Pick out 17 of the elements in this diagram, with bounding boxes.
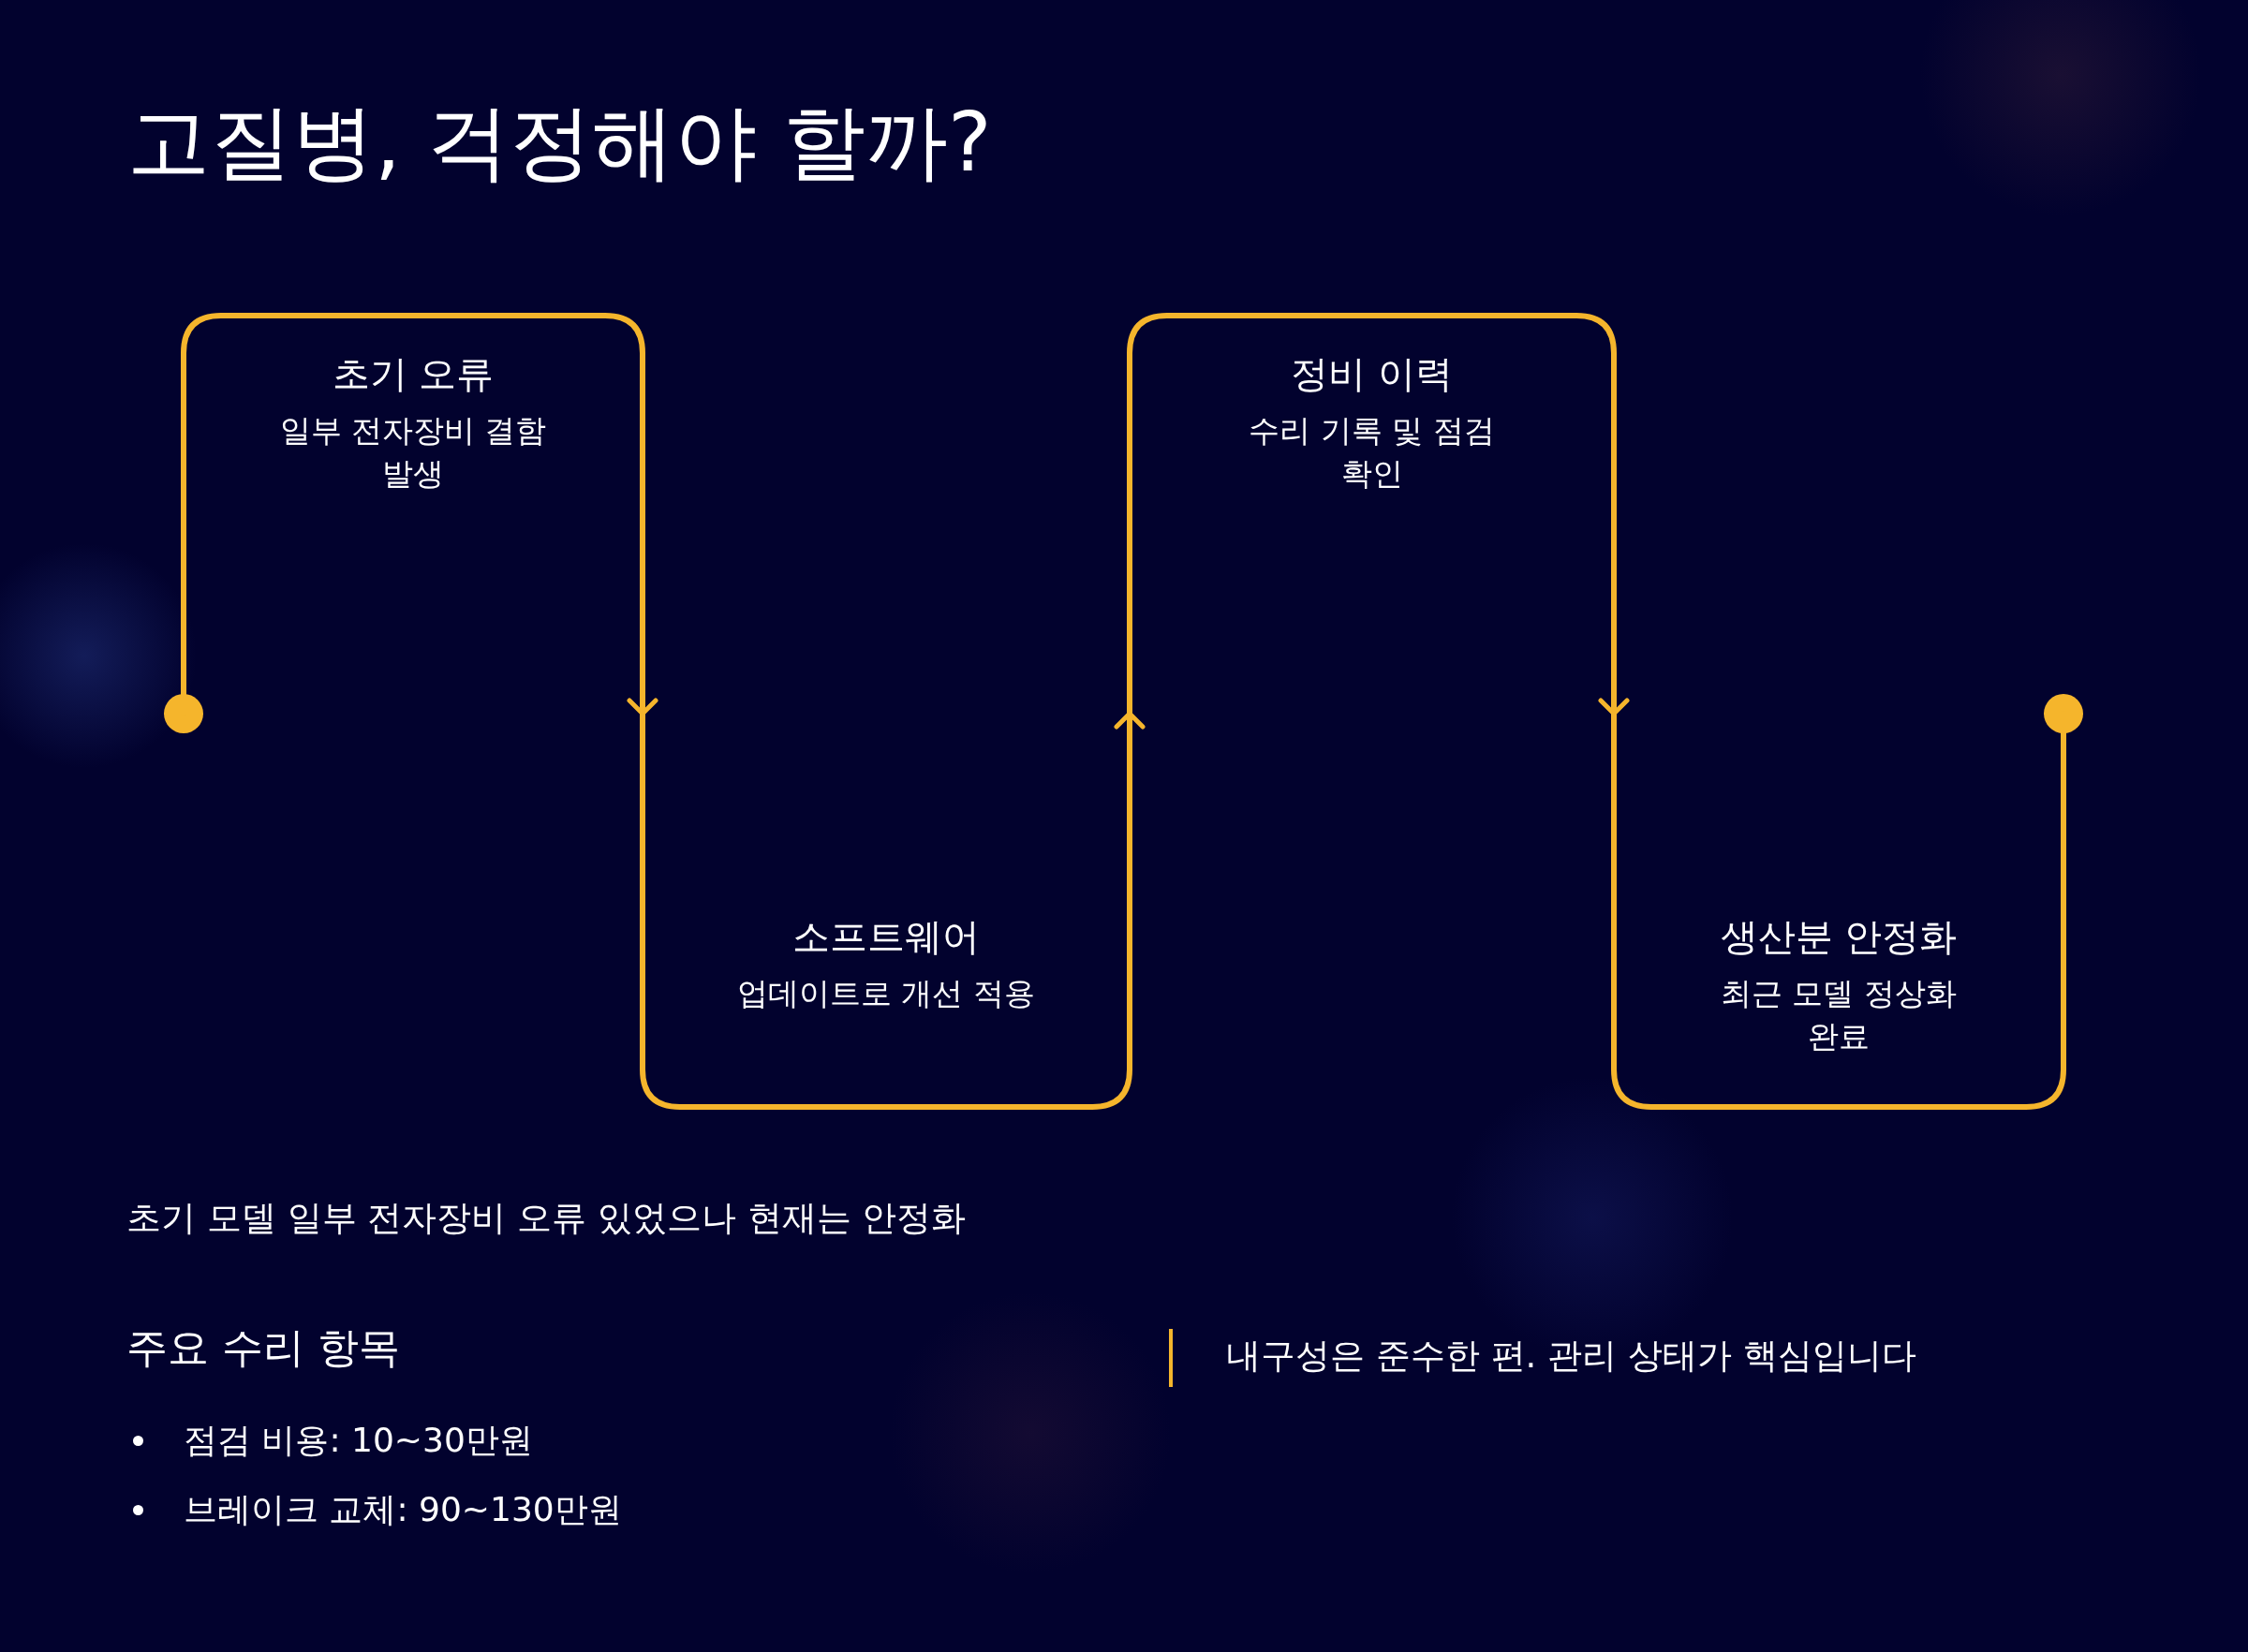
step-description: 수리 기록 및 점검 확인: [1248, 411, 1496, 494]
step-heading: 정비 이력: [1291, 351, 1453, 397]
step-description: 최근 모델 정상화 완료: [1720, 974, 1958, 1056]
step-heading: 소프트웨어: [792, 914, 980, 960]
step-heading: 초기 오류: [332, 351, 495, 397]
title: 고질병, 걱정해야 할까?: [127, 93, 992, 192]
summary-text: 초기 모델 일부 전자장비 오류 있었으나 현재는 안정화: [126, 1197, 967, 1240]
list-item: 점검 비용: 10~30만원: [184, 1420, 533, 1461]
arrow: [1114, 711, 1146, 751]
step-description: 업데이트로 개선 적용: [737, 974, 1035, 1013]
note-text: 내구성은 준수한 편. 관리 상태가 핵심입니다: [1226, 1335, 1916, 1378]
arrow: [627, 676, 658, 716]
arrow: [1598, 676, 1630, 716]
section-heading: 주요 수리 항목: [126, 1322, 400, 1373]
step-description: 일부 전자장비 결함 발생: [278, 411, 548, 494]
list-item: 브레이크 교체: 90~130만원: [184, 1489, 622, 1530]
step-heading: 생산분 안정화: [1720, 914, 1958, 960]
